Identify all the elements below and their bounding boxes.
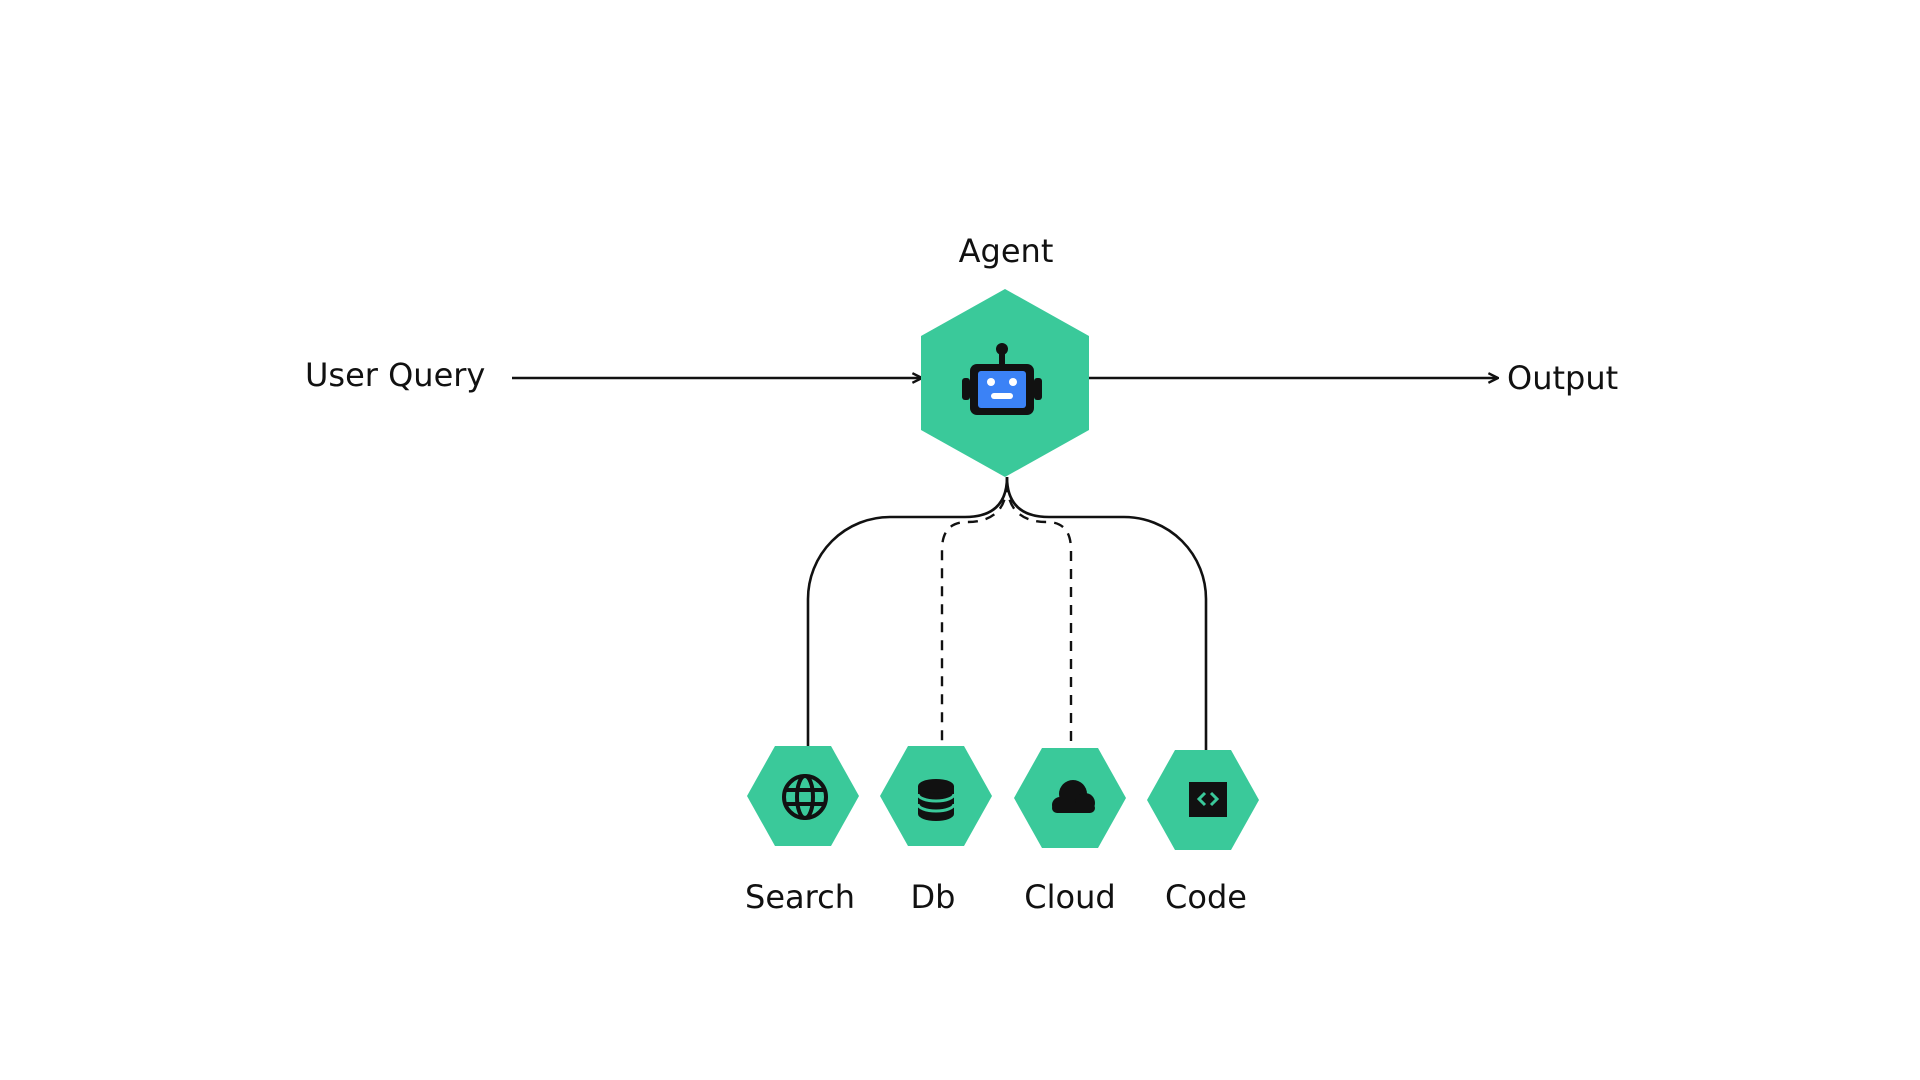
db-connector	[940, 481, 1009, 752]
search-connector	[806, 476, 1009, 752]
db-label: Db	[910, 878, 956, 916]
agent-label: Agent	[958, 232, 1054, 270]
output-label: Output	[1507, 359, 1619, 397]
search-hexagon[interactable]	[747, 746, 859, 846]
cloud-connector	[1005, 481, 1073, 752]
globe-icon	[782, 774, 828, 820]
code-label: Code	[1165, 878, 1247, 916]
code-connector	[1005, 476, 1208, 752]
search-label: Search	[745, 878, 855, 916]
database-icon	[916, 779, 956, 821]
cloud-label: Cloud	[1024, 878, 1116, 916]
cloud-icon	[1052, 780, 1095, 813]
code-icon	[1189, 782, 1227, 817]
user-query-label: User Query	[305, 356, 486, 394]
robot-icon	[962, 343, 1042, 415]
